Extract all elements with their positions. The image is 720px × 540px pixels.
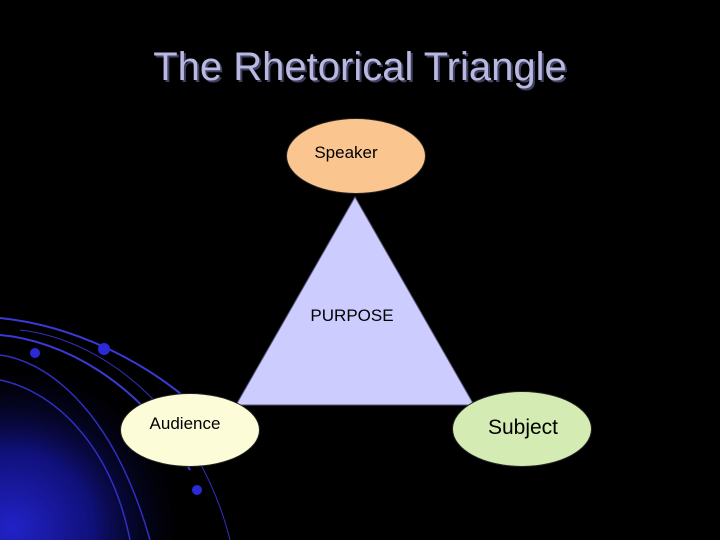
audience-node: Audience: [120, 393, 260, 467]
audience-label: Audience: [149, 414, 221, 433]
purpose-label: PURPOSE: [310, 306, 394, 325]
speaker-node: Speaker: [286, 118, 426, 194]
subject-label: Subject: [487, 416, 559, 439]
decor-dot-2: [98, 343, 110, 355]
subject-node: Subject: [452, 391, 592, 467]
decor-dot-1: [30, 348, 40, 358]
speaker-label: Speaker: [314, 143, 378, 162]
slide-title: The Rhetorical Triangle: [153, 45, 567, 89]
decor-dot-4: [192, 485, 202, 495]
